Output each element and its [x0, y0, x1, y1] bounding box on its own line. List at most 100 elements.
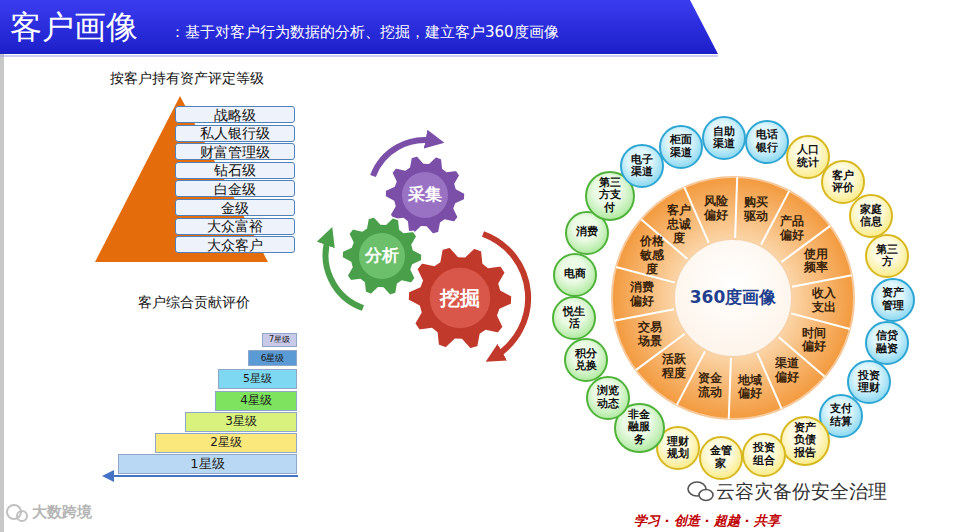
node-text: 3星级 — [225, 415, 257, 429]
page-edge — [0, 0, 4, 532]
node-text: 风险偏好 — [702, 195, 730, 223]
source-circle: 电子渠道 — [620, 144, 664, 188]
source-circle: 浏览动态 — [586, 376, 630, 420]
ring-segment: 客户忠诚度 — [665, 203, 693, 246]
ring-segment: 购买驱动 — [742, 195, 770, 225]
ring-segment: 价格敏感度 — [638, 234, 666, 277]
ring-segment: 产品偏好 — [778, 214, 806, 244]
ring-segment: 使用频率 — [802, 247, 830, 277]
page-title: 客户画像 — [10, 6, 138, 50]
node-text: 金级 — [221, 200, 249, 216]
node-text: 私人银行级 — [200, 125, 270, 141]
node-text: 交易场景 — [636, 321, 664, 349]
node-text: 人口统计 — [796, 144, 819, 169]
node-text: 客户忠诚度 — [665, 204, 693, 245]
node-text: 活跃程度 — [660, 353, 688, 381]
level-box: 财富管理级 — [175, 143, 295, 160]
star-bar: 5星级 — [218, 369, 297, 389]
gear: 分析 — [342, 216, 422, 296]
node-text: 时间偏好 — [800, 327, 828, 355]
node-text: 信贷融资 — [875, 330, 898, 355]
node-text: 地域偏好 — [736, 374, 764, 402]
node-text: 360度画像 — [690, 288, 777, 308]
node-text: 资产负债报告 — [794, 422, 817, 460]
node-text: 使用频率 — [802, 248, 830, 276]
node-text: 资产管理 — [881, 287, 904, 312]
slogan: 学习 · 创造 · 超越 · 共享 — [634, 512, 780, 530]
ring-segment: 消费偏好 — [628, 280, 656, 310]
node-text: 支付结算 — [830, 403, 853, 428]
node-text: 5星级 — [243, 373, 272, 386]
source-circle: 金管家 — [699, 436, 743, 480]
node-text: 电话银行 — [756, 129, 779, 154]
level-box: 白金级 — [175, 180, 295, 197]
node-text: 1星级 — [190, 457, 224, 472]
node-text: 浏览动态 — [596, 385, 619, 410]
source-circle: 电话银行 — [745, 120, 789, 164]
wechat-icon — [688, 482, 713, 501]
star-bar: 7星级 — [262, 333, 297, 347]
star-bar: 1星级 — [118, 454, 297, 474]
level-box: 战略级 — [175, 106, 295, 123]
star-bar: 6星级 — [248, 350, 297, 366]
node-text: 客户评价 — [832, 170, 855, 195]
node-text: 资金流动 — [696, 372, 724, 400]
node-text: 大众富裕 — [207, 218, 263, 234]
source-circle: 柜面渠道 — [659, 125, 703, 169]
source-circle: 悦生活 — [552, 296, 596, 340]
node-text: 购买驱动 — [742, 196, 770, 224]
node-text: 挖掘 — [440, 287, 480, 310]
node-text: 消费 — [575, 226, 598, 239]
node-text: 自助渠道 — [712, 126, 735, 151]
source-circle: 投资组合 — [742, 433, 786, 477]
ring-segment: 交易场景 — [636, 320, 664, 350]
node-text: 渠道偏好 — [773, 357, 801, 385]
node-text: 非金融服务 — [628, 409, 651, 447]
node-text: 第三方 — [876, 244, 899, 269]
node-text: 理财规划 — [666, 436, 689, 461]
gear: 挖掘 — [408, 246, 512, 350]
section-heading: 客户综合贡献评价 — [138, 294, 250, 312]
node-text: 2星级 — [210, 436, 242, 450]
ring-segment: 资金流动 — [696, 371, 724, 401]
node-text: 7星级 — [269, 335, 290, 344]
node-text: 积分兑换 — [574, 348, 597, 373]
level-box: 私人银行级 — [175, 125, 295, 142]
node-text: 家庭信息 — [859, 204, 882, 229]
level-box: 金级 — [175, 199, 295, 216]
node-text: 钻石级 — [214, 162, 256, 178]
source-circle: 自助渠道 — [702, 116, 746, 160]
ring-segment: 地域偏好 — [736, 373, 764, 403]
node-text: 价格敏感度 — [638, 235, 666, 276]
source-circle: 信贷融资 — [865, 321, 909, 365]
source-circle: 积分兑换 — [564, 338, 608, 382]
ring-dividers — [614, 177, 852, 419]
star-bar: 2星级 — [155, 433, 297, 453]
source-circle: 电商 — [553, 253, 597, 297]
node-text: 收入支出 — [810, 287, 838, 315]
ring-segment: 时间偏好 — [800, 326, 828, 356]
source-circle: 资产负债报告 — [780, 416, 830, 466]
node-text: 白金级 — [214, 181, 256, 197]
title-bar — [0, 0, 718, 54]
title-rule — [0, 56, 718, 57]
node-text: 战略级 — [214, 107, 256, 123]
watermark: 大数跨境 — [32, 503, 92, 522]
node-text: 电商 — [563, 268, 586, 281]
ring-segment: 活跃程度 — [660, 352, 688, 382]
ring-segment: 收入支出 — [810, 286, 838, 316]
node-text: 悦生活 — [563, 306, 586, 331]
node-text: 投资理财 — [857, 370, 880, 395]
ring — [612, 177, 854, 419]
star-bar: 3星级 — [185, 412, 297, 432]
watermark: 云容灾备份安全治理 — [716, 479, 887, 505]
axis-arrow — [108, 475, 298, 477]
level-box: 大众富裕 — [175, 218, 295, 235]
subtitle: ：基于对客户行为数据的分析、挖掘，建立客户360度画像 — [170, 23, 559, 42]
ring-segment: 渠道偏好 — [773, 356, 801, 386]
star-bar: 4星级 — [215, 391, 297, 411]
node-text: 分析 — [365, 246, 399, 266]
node-text: 柜面渠道 — [669, 134, 692, 159]
node-text: 投资组合 — [752, 442, 775, 467]
node-text: 财富管理级 — [200, 144, 270, 160]
